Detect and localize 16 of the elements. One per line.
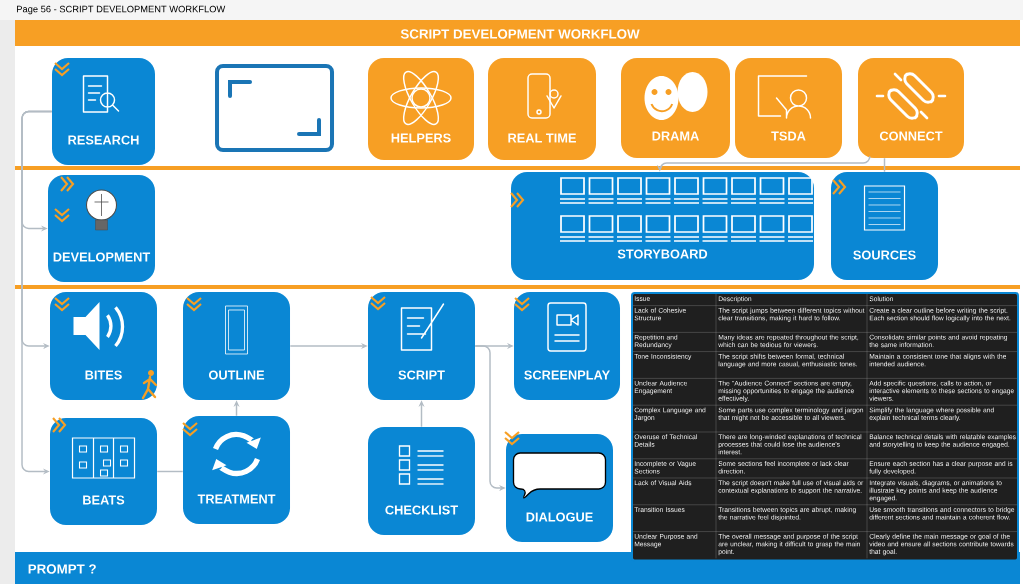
connector-line xyxy=(156,470,184,473)
tool-box: HELPERS xyxy=(368,58,474,160)
title-banner: SCRIPT DEVELOPMENT WORKFLOW xyxy=(15,20,1020,46)
tool-box: TSDA xyxy=(735,58,842,158)
process-box: OUTLINE xyxy=(183,292,290,400)
process-box: SCRIPT xyxy=(368,292,475,400)
process-box: SOURCES xyxy=(831,172,938,280)
page-label: Page 56 - SCRIPT DEVELOPMENT WORKFLOW xyxy=(17,5,226,15)
frame-box xyxy=(215,64,334,152)
connector-line xyxy=(883,157,886,173)
process-box: TREATMENT xyxy=(183,416,290,524)
process-box: SCREENPLAY xyxy=(514,292,620,400)
process-box: RESEARCH xyxy=(52,58,155,165)
process-box: CHECKLIST xyxy=(368,427,475,535)
tool-box: CONNECT xyxy=(858,58,964,158)
tool-box: REAL TIME xyxy=(488,58,596,160)
